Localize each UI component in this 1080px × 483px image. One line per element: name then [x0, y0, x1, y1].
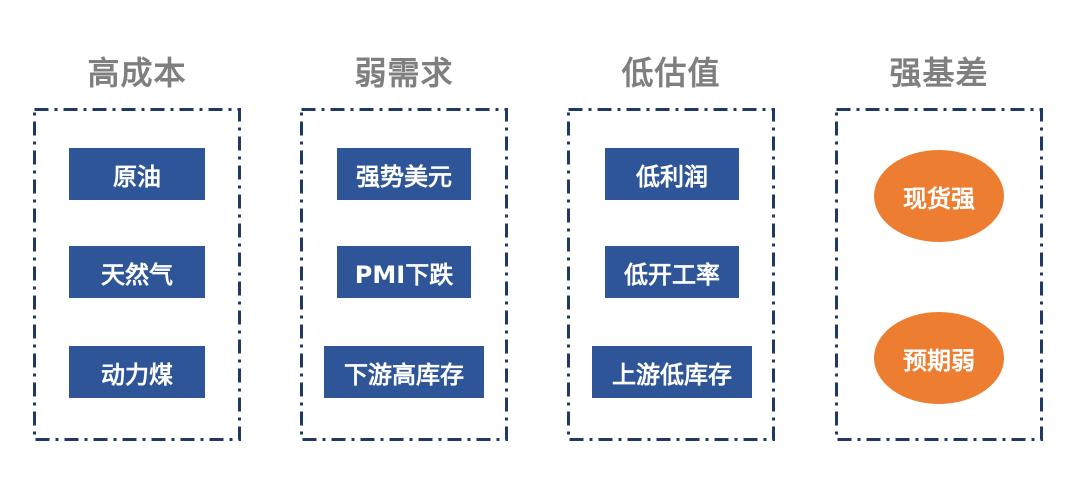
panel-strong-basis: 现货强 预期弱	[835, 108, 1043, 441]
factor-box-crude-oil: 原油	[69, 148, 205, 200]
dashed-border	[300, 108, 508, 441]
factor-box-upstream-low-inventory: 上游低库存	[592, 346, 752, 398]
factor-box-downstream-high-inventory: 下游高库存	[324, 346, 484, 398]
column-title-low-valuation: 低估值	[621, 54, 721, 92]
panel-low-valuation: 低利润 低开工率 上游低库存	[567, 108, 775, 441]
column-title-strong-basis: 强基差	[889, 54, 989, 92]
factor-box-low-operating-rate: 低开工率	[605, 246, 739, 298]
column-title-weak-demand: 弱需求	[354, 54, 454, 92]
factor-box-thermal-coal: 动力煤	[69, 346, 205, 398]
panel-high-cost: 原油 天然气 动力煤	[33, 108, 241, 441]
factor-box-strong-dollar: 强势美元	[337, 148, 471, 200]
factor-oval-strong-spot: 现货强	[874, 150, 1004, 242]
dashed-border	[835, 108, 1043, 441]
panel-weak-demand: 强势美元 PMI下跌 下游高库存	[300, 108, 508, 441]
dashed-border	[33, 108, 241, 441]
factor-box-natural-gas: 天然气	[69, 246, 205, 298]
factor-oval-weak-expectation: 预期弱	[874, 312, 1004, 404]
column-title-high-cost: 高成本	[87, 54, 187, 92]
factor-box-low-profit: 低利润	[605, 148, 739, 200]
factor-box-pmi-decline: PMI下跌	[337, 246, 471, 298]
dashed-border	[567, 108, 775, 441]
